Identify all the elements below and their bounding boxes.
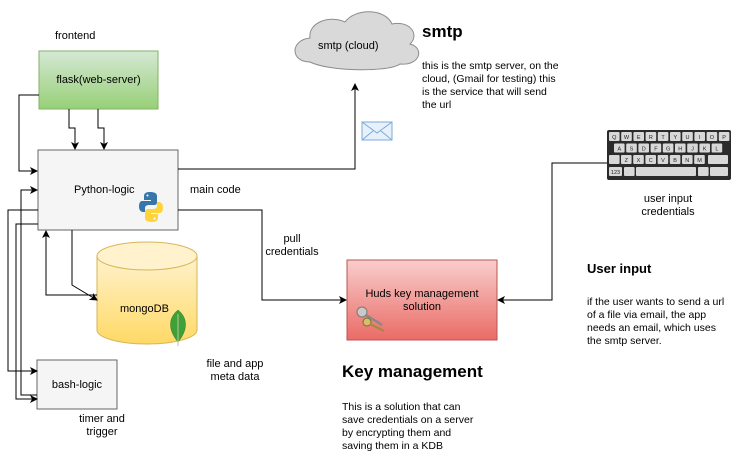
key-e xyxy=(633,132,644,141)
key-g xyxy=(662,143,674,153)
key-s-label: S xyxy=(630,147,634,153)
key-s xyxy=(626,143,637,153)
key-backspace xyxy=(708,155,728,164)
key-r xyxy=(645,132,657,141)
smtp-cloud-label: smtp (cloud) xyxy=(318,40,379,52)
key-j-label: J xyxy=(691,147,694,153)
key-o-label: O xyxy=(710,135,715,141)
key-y-label: Y xyxy=(673,135,677,141)
key-u-label: U xyxy=(686,135,690,141)
key-z xyxy=(621,155,632,164)
envelope-icon xyxy=(361,121,393,141)
key-period xyxy=(698,167,709,176)
key-management-description: This is a solution that can save credent… xyxy=(342,401,474,452)
mongodb-leaf-icon xyxy=(170,309,186,346)
key-f xyxy=(650,143,662,153)
file-meta-label-2: meta data xyxy=(210,371,260,383)
pull-credentials-label-1: pull xyxy=(283,233,301,245)
flask-box xyxy=(38,50,159,110)
python-logic-label: Python-logic xyxy=(74,184,135,196)
pull-credentials-label-2: credentials xyxy=(265,246,319,258)
key-c xyxy=(645,155,656,164)
key-m-label: M xyxy=(697,158,702,164)
huds-key-management-box xyxy=(346,259,498,341)
key-numbers xyxy=(609,167,622,176)
key-p xyxy=(718,132,730,141)
key-space xyxy=(636,167,696,176)
key-l xyxy=(711,143,723,153)
mongodb-label: mongoDB xyxy=(120,303,169,315)
smtp-cloud xyxy=(294,11,420,71)
key-e-label: E xyxy=(637,135,641,141)
python-logo-icon xyxy=(139,192,163,222)
key-x xyxy=(633,155,644,164)
main-code-label: main code xyxy=(190,184,241,196)
user-input-credentials-label-1: user input xyxy=(643,193,693,205)
connectors xyxy=(7,83,607,403)
key-k-label: K xyxy=(703,147,707,153)
bash-logic-label: bash-logic xyxy=(51,378,103,391)
key-y xyxy=(670,132,681,141)
key-h-label: H xyxy=(678,147,682,153)
key-g-label: G xyxy=(666,147,670,153)
key-i xyxy=(694,132,705,141)
key-a xyxy=(614,143,625,153)
key-r-label: R xyxy=(649,135,653,141)
key-v-label: V xyxy=(661,158,665,164)
key-k xyxy=(699,143,710,153)
timer-label-1: timer and xyxy=(79,413,125,425)
huds-label-2: solution xyxy=(403,301,441,313)
key-a-label: A xyxy=(617,147,621,153)
key-u xyxy=(682,132,693,141)
key-h xyxy=(675,143,686,153)
smtp-heading: smtp xyxy=(422,22,463,41)
key-w xyxy=(621,132,632,141)
user-input-heading: User input xyxy=(587,261,652,276)
key-w-label: W xyxy=(624,135,630,141)
key-x-label: X xyxy=(637,158,641,164)
key-d xyxy=(638,143,649,153)
keys-icon xyxy=(356,306,385,332)
key-q-label: Q xyxy=(612,135,617,141)
keyboard-icon: Q W E R T Y U I O P A S D F G H J K L Z X C V B N M 123 xyxy=(607,130,731,180)
key-d-label: D xyxy=(642,147,646,153)
key-c-label: C xyxy=(649,158,653,164)
key-q xyxy=(609,132,620,141)
key-b-label: B xyxy=(673,158,677,164)
key-j xyxy=(687,143,698,153)
user-input-description: if the user wants to send a url of a fil… xyxy=(587,296,725,347)
key-f-label: F xyxy=(654,147,658,153)
key-enter xyxy=(710,167,728,176)
key-mic xyxy=(624,167,635,176)
key-l-label: L xyxy=(715,147,718,153)
key-t xyxy=(657,132,669,141)
key-shift xyxy=(609,155,620,164)
key-v xyxy=(657,155,669,164)
key-numbers-label: 123 xyxy=(611,170,620,176)
bash-logic-box xyxy=(36,359,118,410)
key-n xyxy=(682,155,693,164)
key-z-label: Z xyxy=(625,158,629,164)
key-o xyxy=(706,132,718,141)
smtp-description: this is the smtp server, on the cloud, (… xyxy=(422,60,559,111)
file-meta-label-1: file and app xyxy=(206,358,264,370)
key-management-heading: Key management xyxy=(342,362,483,381)
user-input-credentials-label-2: credentials xyxy=(641,206,695,218)
key-m xyxy=(694,155,705,164)
frontend-label: frontend xyxy=(55,30,96,42)
key-n-label: N xyxy=(685,158,689,164)
key-i-label: I xyxy=(699,135,701,141)
huds-label-1: Huds key management xyxy=(365,288,479,300)
flask-box-label: flask(web-server) xyxy=(56,74,141,86)
key-t-label: T xyxy=(661,135,665,141)
key-b xyxy=(669,155,681,164)
timer-label-2: trigger xyxy=(86,426,118,438)
key-p-label: P xyxy=(722,135,726,141)
